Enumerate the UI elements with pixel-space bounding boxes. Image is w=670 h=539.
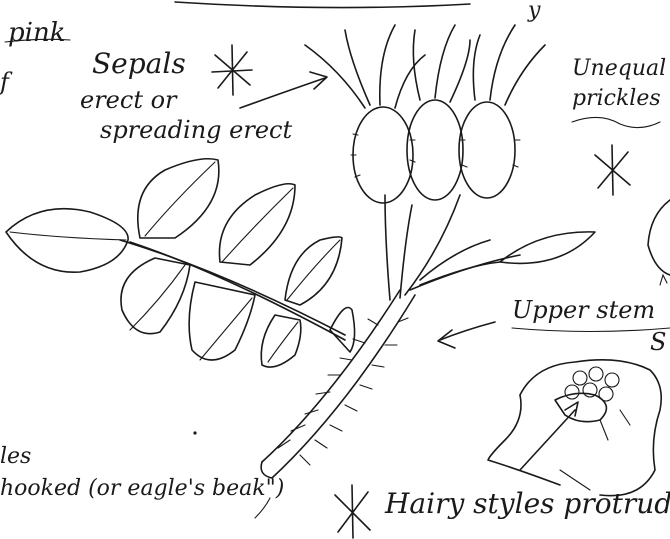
unequal-label: Unequal [572, 58, 666, 80]
small-arrow-icon [660, 275, 667, 285]
arrow-icon [240, 72, 327, 108]
fragment-note-top: y [528, 0, 540, 22]
hairy-styles-diagram [488, 360, 661, 496]
rose-stem [261, 232, 595, 478]
asterisk-icon-right [595, 145, 630, 195]
upper-stem-underline [512, 328, 670, 332]
pink-note: pink [8, 20, 65, 46]
partial-hip-right [648, 200, 670, 275]
top-edge-stroke [175, 2, 470, 8]
upper-stem-arrow-icon [438, 322, 495, 348]
fragment-note-right: S [650, 330, 666, 354]
upper-stem-label: Upper stem [512, 298, 655, 322]
compound-leaf [6, 159, 355, 367]
hooked-label: hooked (or eagle's beak") [0, 478, 284, 500]
hooked-closing-mark [255, 498, 270, 518]
asterisk-icon [212, 45, 252, 95]
stray-dot [193, 431, 196, 434]
asterisk-icon-bottom [335, 485, 370, 538]
fragment-note-left: f [0, 70, 9, 94]
styles-fragment-label: les [0, 446, 31, 468]
prickles-label: prickles [572, 88, 661, 110]
sepals-desc-line2: spreading erect [100, 118, 292, 142]
unequal-underline [572, 117, 660, 127]
hairy-styles-label: Hairy styles protruding [385, 490, 670, 518]
sepals-label: Sepals [92, 50, 186, 78]
sepals-desc-line1: erect or [80, 88, 177, 112]
rose-hips [305, 25, 545, 300]
